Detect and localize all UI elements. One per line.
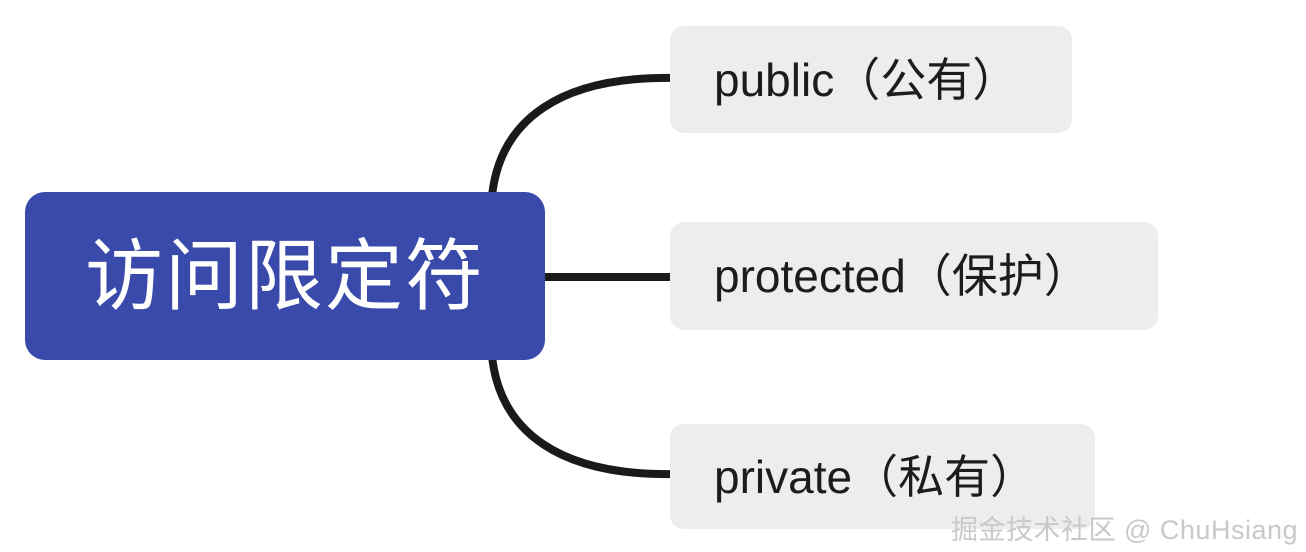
branch-node-public-label: public（公有） bbox=[714, 53, 1019, 106]
branch-node-private[interactable]: private（私有） bbox=[670, 424, 1095, 529]
connector-private bbox=[488, 352, 678, 479]
branch-node-private-label: private（私有） bbox=[714, 450, 1037, 503]
watermark: 掘金技术社区 @ ChuHsiang bbox=[951, 514, 1298, 545]
branch-node-protected[interactable]: protected（保护） bbox=[670, 222, 1158, 330]
branch-node-public[interactable]: public（公有） bbox=[670, 26, 1072, 133]
connector-public bbox=[488, 73, 678, 200]
root-node-label: 访问限定符 bbox=[84, 232, 485, 320]
branch-node-protected-label: protected（保护） bbox=[714, 250, 1090, 302]
root-node[interactable]: 访问限定符 bbox=[25, 192, 545, 360]
